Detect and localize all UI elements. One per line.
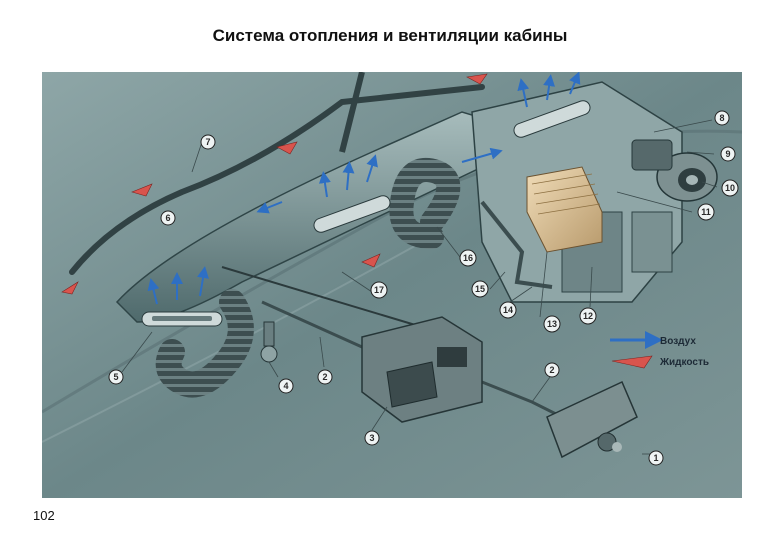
corrugated-hose-left [155,289,254,398]
callout-1: 1 [648,450,664,466]
svg-text:2: 2 [322,372,327,382]
corrugated-hose-center [389,158,461,249]
svg-text:17: 17 [374,285,384,295]
callout-4: 4 [278,378,294,394]
callouts: 1 2 2 3 4 5 6 7 8 9 10 11 12 13 14 15 16… [108,110,739,466]
svg-text:16: 16 [463,253,473,263]
callout-3: 3 [364,430,380,446]
callout-9: 9 [720,146,736,162]
svg-text:7: 7 [205,137,210,147]
svg-text:10: 10 [725,183,735,193]
air-nozzle-top [513,100,591,138]
svg-text:8: 8 [719,113,724,123]
callout-16: 16 [459,249,477,267]
legend-item-liquid: Жидкость [611,355,709,369]
callout-14: 14 [499,301,517,319]
svg-text:9: 9 [725,149,730,159]
callout-15: 15 [471,280,489,298]
svg-text:Воздух: Воздух [660,336,696,347]
svg-text:3: 3 [369,433,374,443]
svg-text:Жидкость: Жидкость [659,357,709,368]
mounting-bracket [546,380,638,459]
callout-2a: 2 [317,369,333,385]
svg-text:15: 15 [475,284,485,294]
air-flow-arrows [147,72,581,305]
heating-ventilation-illustration: Воздух Жидкость 1 2 2 3 4 5 6 [42,72,742,498]
page-number: 102 [33,508,55,523]
svg-text:1: 1 [653,453,658,463]
pipe-2 [261,300,363,349]
legend-item-air: Воздух [610,331,696,349]
svg-text:14: 14 [503,305,513,315]
callout-13: 13 [543,315,561,333]
svg-text:2: 2 [549,365,554,375]
callout-7: 7 [200,134,216,150]
coolant-pipe-7 [69,84,485,275]
svg-text:11: 11 [701,207,711,217]
page-title: Система отопления и вентиляции кабины [212,26,568,45]
drain-pipe-17 [221,266,423,328]
legend: Воздух Жидкость [610,331,709,369]
callout-10: 10 [721,179,739,197]
callout-11: 11 [697,203,715,221]
auxiliary-heater [361,316,483,423]
svg-text:4: 4 [283,381,288,391]
fan-motor [631,139,718,202]
svg-text:12: 12 [583,311,593,321]
callout-2b: 2 [544,362,560,378]
svg-text:6: 6 [165,213,170,223]
svg-text:13: 13 [547,319,557,329]
callout-8: 8 [714,110,730,126]
callout-5: 5 [108,369,124,385]
callout-6: 6 [160,210,176,226]
svg-text:5: 5 [113,372,118,382]
heater-radiator [526,166,603,253]
callout-leader-lines [121,119,718,455]
callout-12: 12 [579,307,597,325]
air-nozzle-mid [313,195,391,233]
liquid-flow-arrows [61,73,488,295]
callout-17: 17 [370,281,388,299]
air-nozzle-5 [141,311,223,327]
